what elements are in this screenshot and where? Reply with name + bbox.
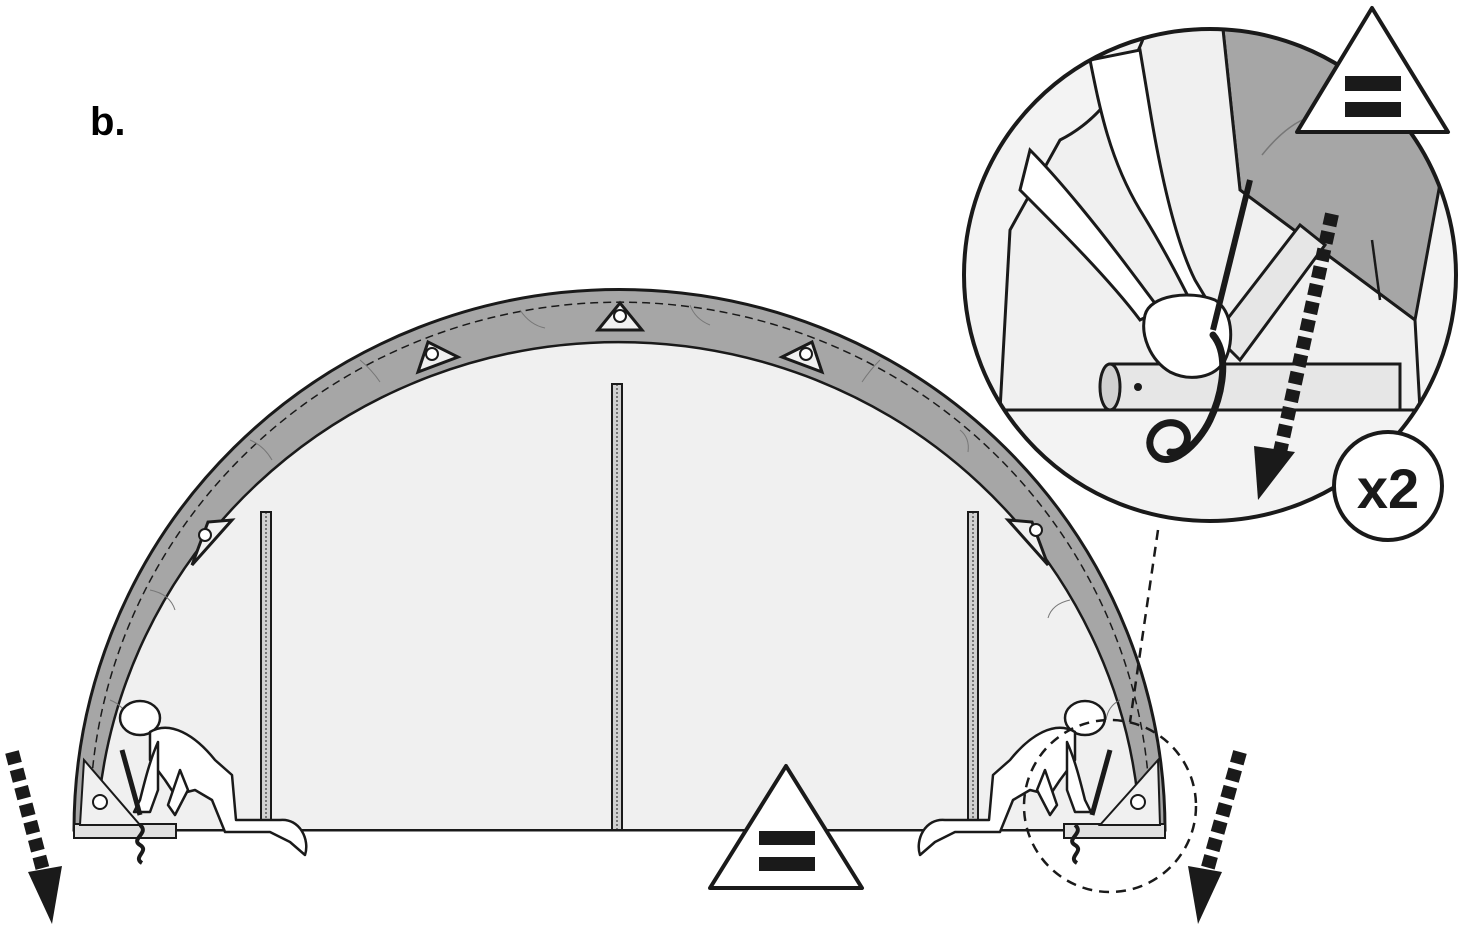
down-arrow-icon: [12, 752, 62, 924]
zipper: [968, 512, 978, 830]
zipper: [261, 512, 271, 830]
multiplier-label: x2: [1357, 457, 1419, 520]
down-arrow-icon: [1188, 752, 1240, 924]
base-plate-left: [74, 824, 176, 838]
zipper: [612, 384, 622, 830]
multiplier-badge: x2: [1334, 432, 1442, 540]
